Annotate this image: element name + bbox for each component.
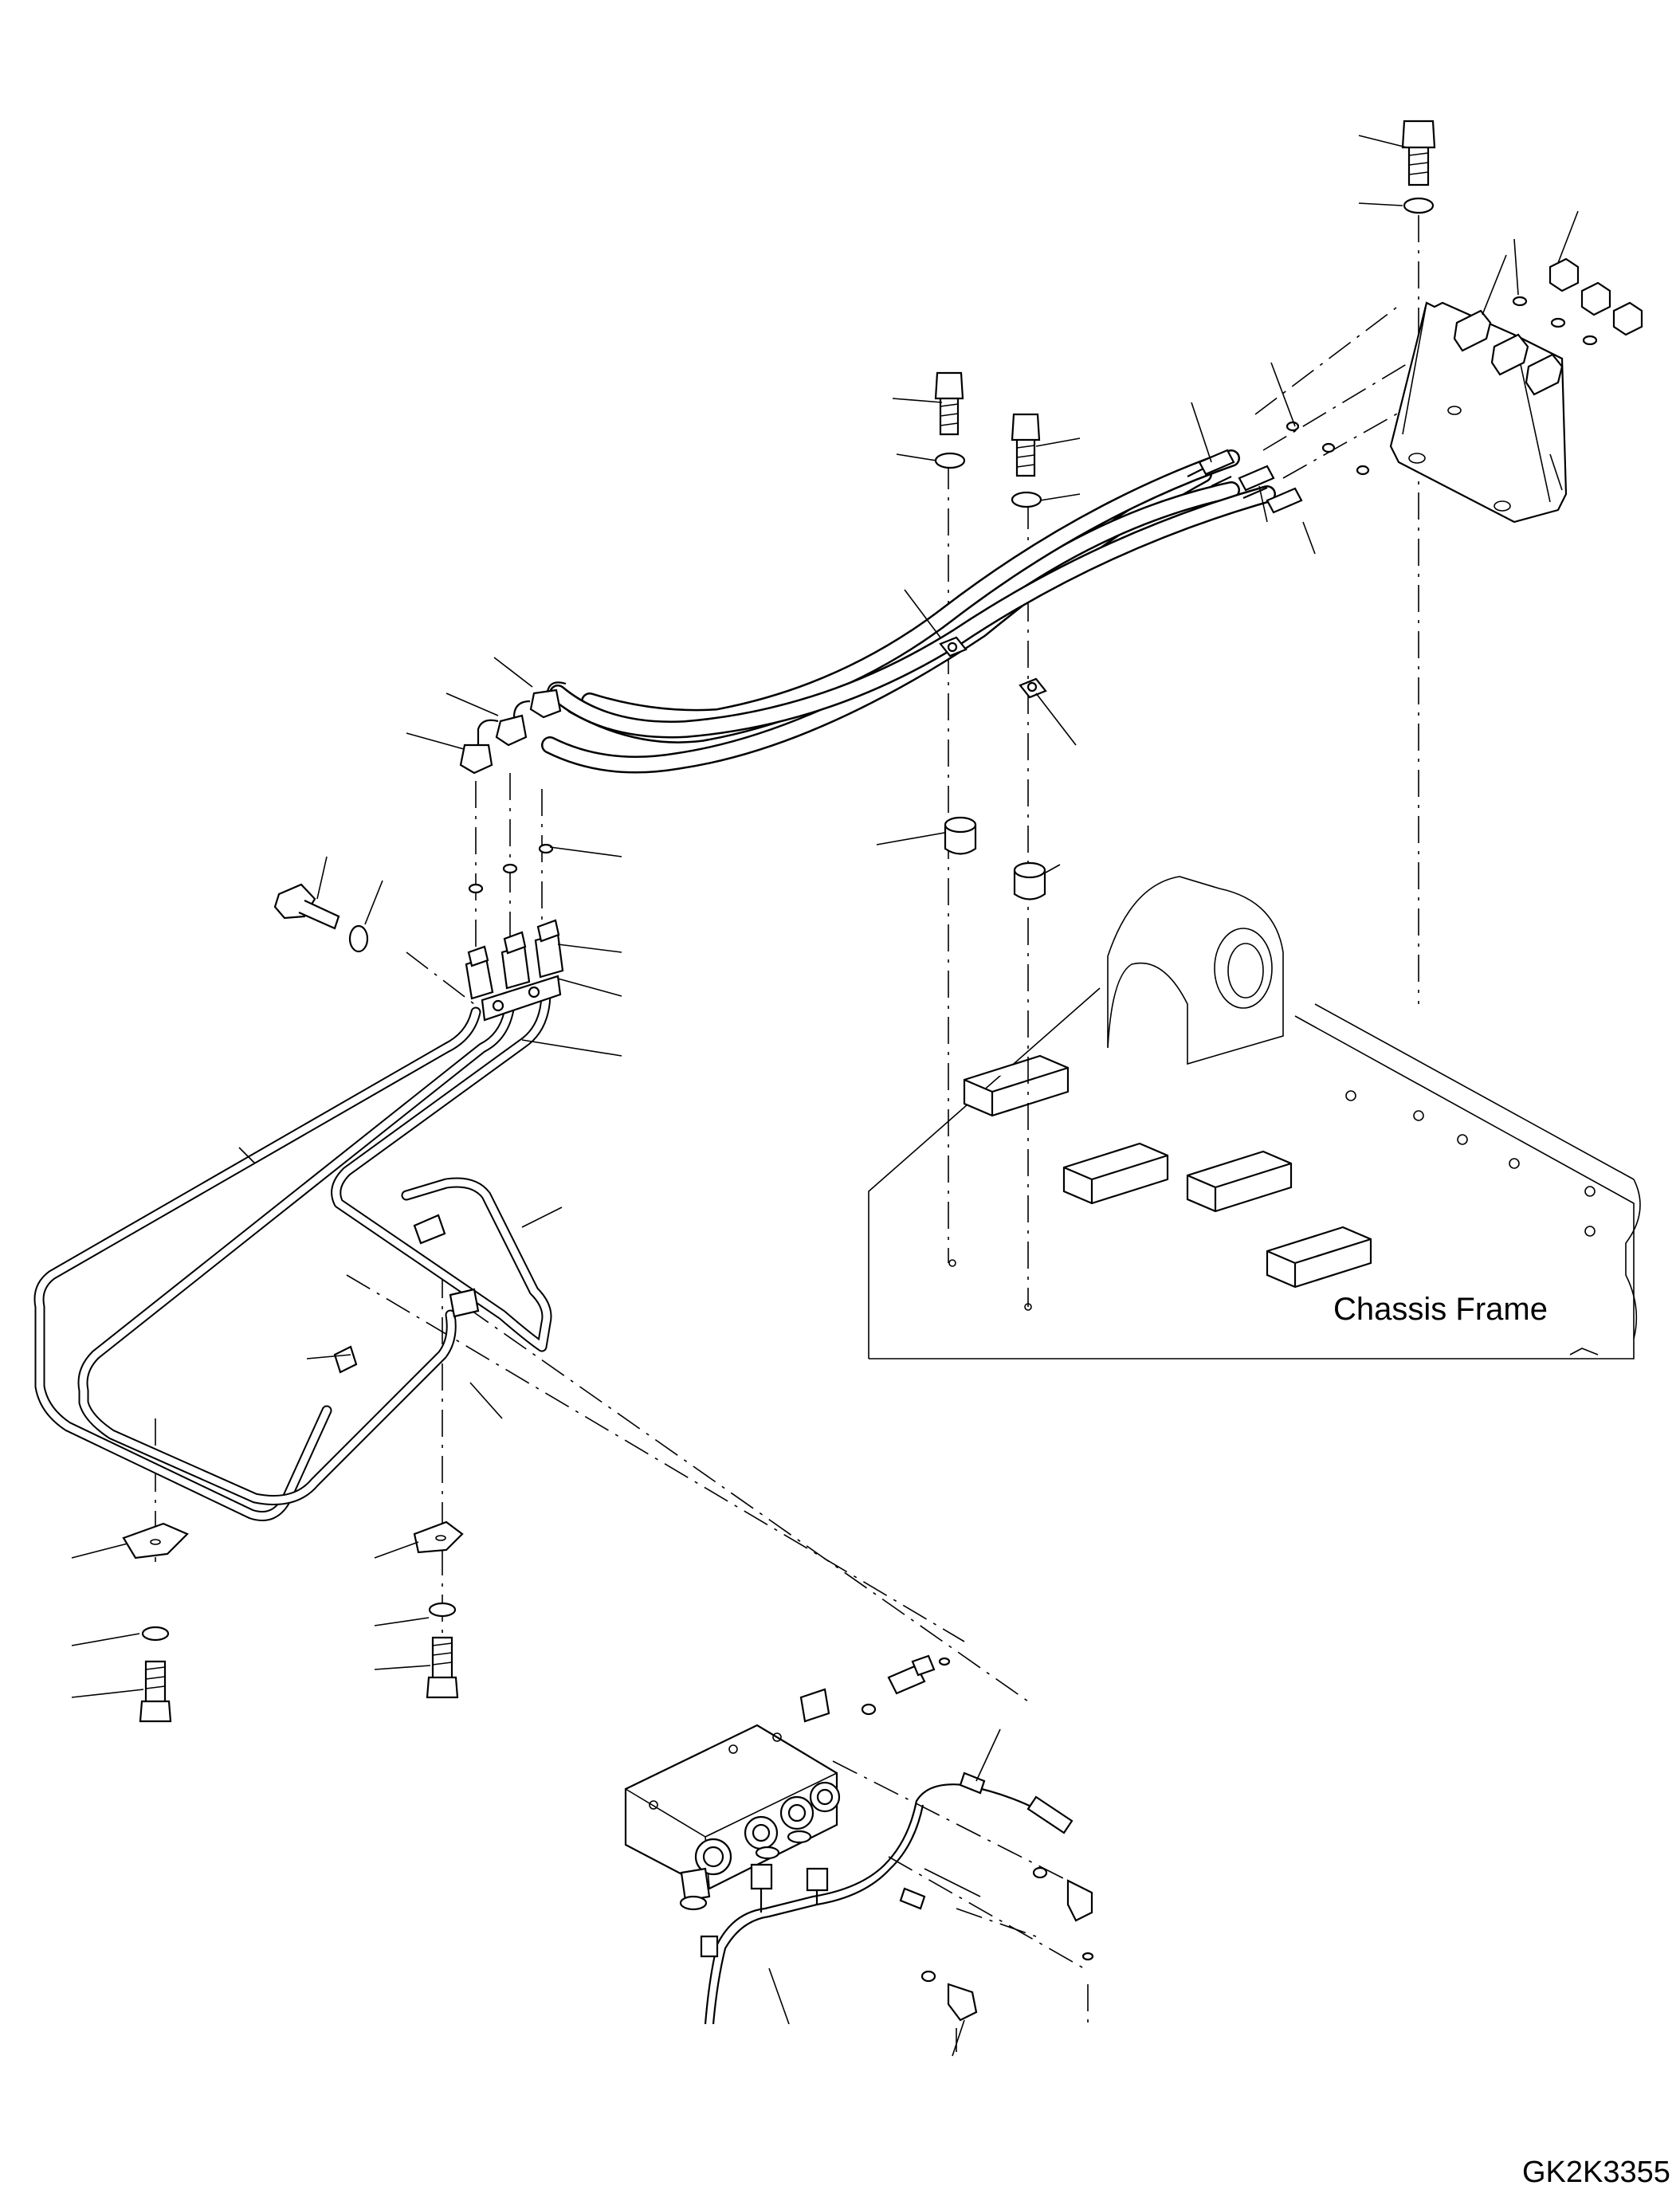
spacer-icon	[1013, 861, 1046, 900]
hydraulic-hoses	[541, 449, 1303, 774]
washer-icon	[934, 452, 966, 469]
fitting-icon	[887, 1654, 1093, 2022]
washer-icon	[348, 924, 369, 953]
wire-harness-icon	[700, 1771, 1074, 2025]
o-ring-icon	[1286, 296, 1598, 476]
nut-icon	[1549, 257, 1643, 336]
clamp-icon	[481, 975, 562, 1022]
valve-block-icon	[624, 1688, 841, 1911]
chassis-frame	[868, 876, 1641, 1359]
washer-icon	[428, 1602, 457, 1618]
bolt-icon	[273, 883, 340, 930]
fitting-icon	[459, 681, 567, 775]
bracket-icon	[122, 1520, 464, 1560]
o-ring-icon	[468, 843, 554, 894]
clamp-icon	[939, 636, 1047, 699]
o-ring-icon	[861, 1657, 1094, 1983]
fitting-icon	[465, 919, 564, 1000]
washer-icon	[141, 1626, 170, 1642]
fitting-icon	[333, 1214, 480, 1374]
bolt-icon	[1401, 120, 1436, 186]
bolt-icon	[934, 371, 964, 436]
washer-icon	[1011, 491, 1042, 508]
leader-lines	[71, 135, 1579, 2057]
bolt-icon	[1011, 413, 1041, 477]
assembly-center-lines	[155, 215, 1467, 2052]
fitting-icon	[1453, 309, 1564, 396]
washer-icon	[1403, 197, 1435, 214]
chassis-frame-label: Chassis Frame	[1333, 1292, 1548, 1327]
spacer-icon	[944, 816, 977, 855]
bolt-icon	[426, 1636, 459, 1699]
drawing-code: GK2K3355	[1522, 2156, 1670, 2189]
hydraulic-tubes	[33, 987, 552, 1521]
bolt-icon	[139, 1660, 172, 1723]
